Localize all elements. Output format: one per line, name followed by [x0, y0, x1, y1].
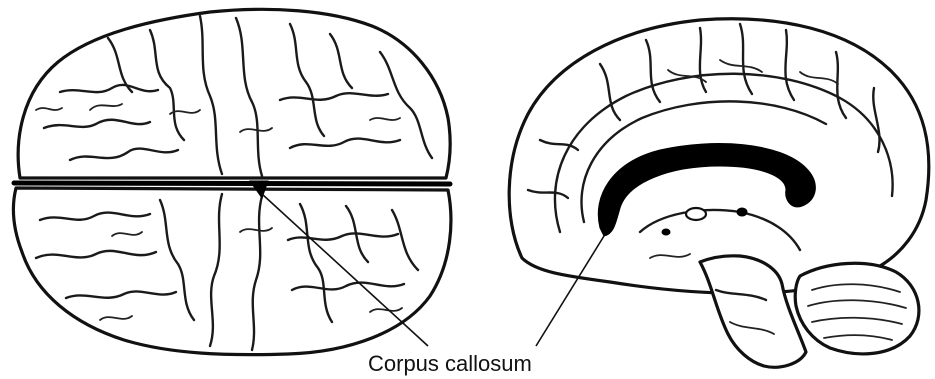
- cerebellum: [795, 263, 919, 354]
- longitudinal-fissure: [14, 183, 450, 184]
- corpus-callosum-label: Corpus callosum: [368, 351, 532, 376]
- midsagittal-view-brain: [509, 19, 929, 367]
- superior-view-brain: [14, 9, 451, 354]
- lower-hemisphere-outline: [14, 188, 451, 355]
